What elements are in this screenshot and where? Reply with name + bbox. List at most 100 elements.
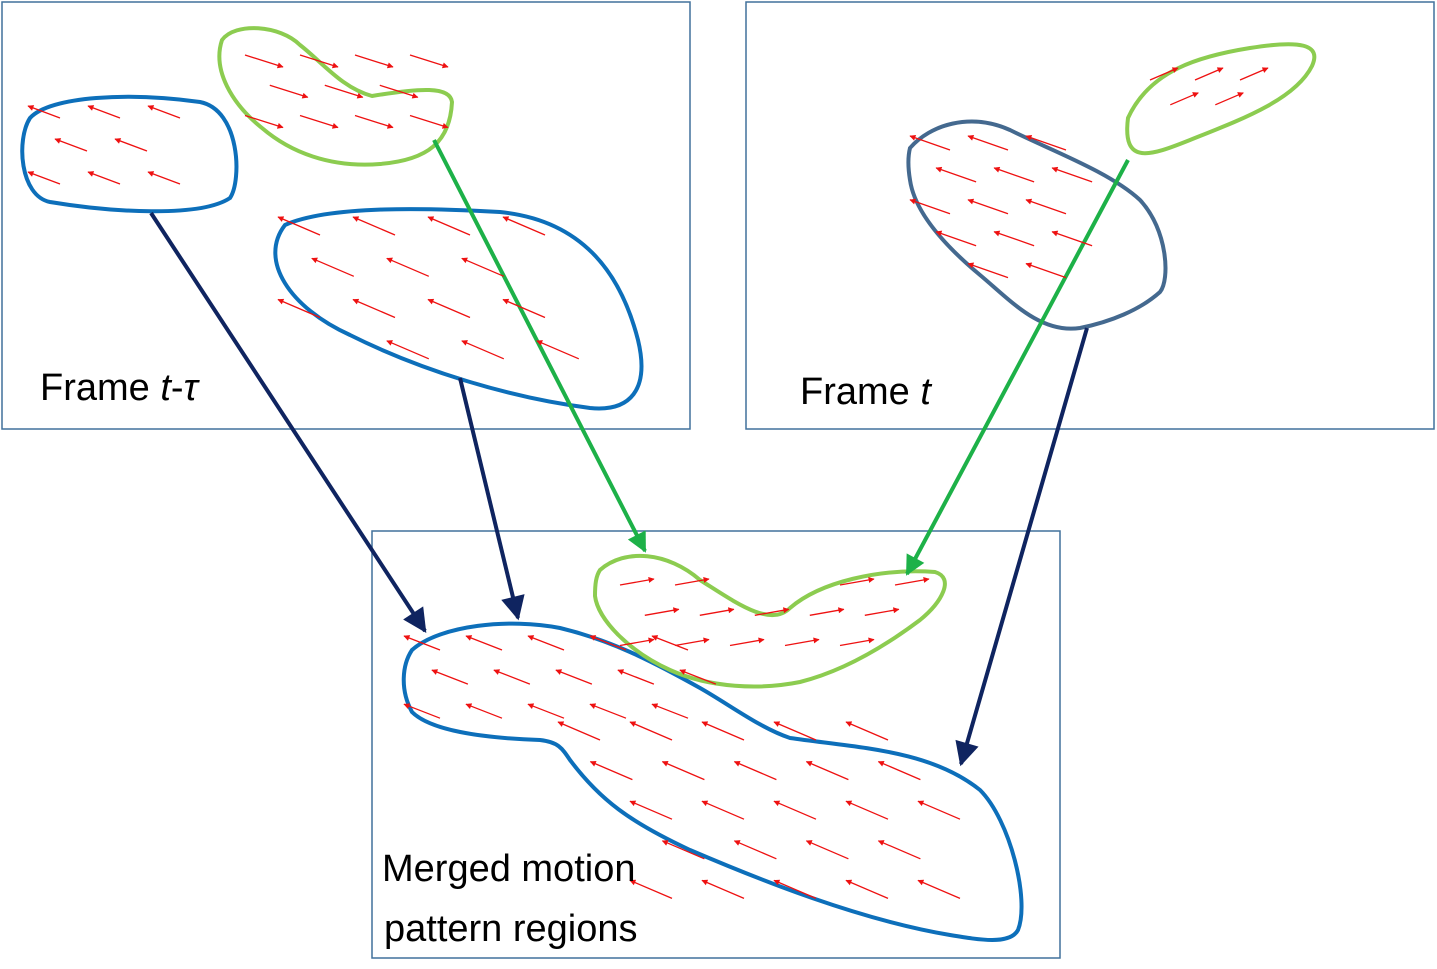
cur-region-blue xyxy=(906,119,1168,331)
motion-vector-arrow xyxy=(299,114,339,129)
motion-vector-arrow xyxy=(629,800,673,820)
motion-vector-arrow xyxy=(701,721,745,741)
motion-vector-arrow xyxy=(354,114,394,129)
motion-vector-arrow xyxy=(589,635,627,651)
motion-vector-arrow xyxy=(589,703,627,719)
motion-vector-arrow xyxy=(352,298,396,319)
motion-vector-arrow xyxy=(427,298,471,319)
motion-vector-arrow xyxy=(379,84,419,99)
motion-vector-arrow xyxy=(527,703,565,719)
motion-vector-arrow xyxy=(773,721,817,741)
motion-vector-arrow xyxy=(993,166,1035,183)
motion-vector-arrow xyxy=(1239,67,1269,81)
motion-vector-arrow xyxy=(502,216,546,236)
motion-vector-arrow xyxy=(661,840,705,860)
motion-vector-arrow xyxy=(54,138,88,152)
motion-vector-arrow xyxy=(845,879,889,899)
motion-vector-arrow xyxy=(773,879,817,899)
motion-vector-arrow xyxy=(386,340,430,360)
motion-vector-arrow xyxy=(409,54,449,69)
merged-region-green xyxy=(592,553,947,689)
motion-vector-arrow xyxy=(299,54,339,69)
motion-vector-arrow xyxy=(644,607,680,616)
motion-vector-arrow xyxy=(461,257,505,277)
motion-vector-arrow xyxy=(894,576,930,586)
motion-vector-arrow xyxy=(87,171,121,185)
motion-vector-arrow xyxy=(493,669,531,685)
motion-vector-arrow xyxy=(87,105,121,119)
motion-vector-arrow xyxy=(1051,166,1093,183)
motion-vector-arrow xyxy=(629,721,673,741)
motion-vector-arrow xyxy=(1025,134,1067,151)
motion-vector-arrow xyxy=(403,635,441,651)
motion-vector-arrow xyxy=(809,607,845,616)
merged-label-line2: pattern regions xyxy=(384,908,638,950)
motion-vector-arrow xyxy=(244,54,284,69)
motion-vector-arrow xyxy=(114,138,148,152)
motion-vector-arrow xyxy=(651,703,689,719)
motion-vector-arrow xyxy=(502,298,546,319)
motion-vector-arrow xyxy=(244,114,284,129)
motion-vector-arrow xyxy=(651,635,689,651)
motion-vector-arrow xyxy=(877,840,921,860)
motion-vector-arrow xyxy=(805,840,849,860)
motion-vector-arrow xyxy=(324,84,364,99)
motion-vector-arrow xyxy=(839,637,875,647)
motion-vector-arrow xyxy=(733,760,777,781)
motion-vector-arrow xyxy=(864,607,900,616)
motion-vector-arrow xyxy=(386,257,430,277)
motion-vector-arrow xyxy=(917,879,961,899)
motion-vector-arrow xyxy=(754,607,790,616)
prev-region-left xyxy=(20,94,239,214)
motion-vector-arrow xyxy=(784,637,820,647)
frame-cur-label: Frame t xyxy=(800,371,931,413)
link-cur-green-to-merged xyxy=(905,159,1130,576)
motion-vector-arrow xyxy=(839,576,875,586)
motion-vector-arrow xyxy=(352,216,396,236)
motion-vector-arrow xyxy=(619,576,655,586)
motion-vector-arrow xyxy=(1025,198,1067,215)
motion-vectors xyxy=(27,54,1269,899)
motion-vector-arrow xyxy=(877,760,921,781)
motion-vector-arrow xyxy=(465,635,503,651)
motion-vector-arrow xyxy=(354,54,394,69)
motion-vector-arrow xyxy=(967,198,1009,215)
motion-vector-arrow xyxy=(619,637,655,647)
motion-vector-arrow xyxy=(773,800,817,820)
motion-vector-arrow xyxy=(1170,92,1199,106)
motion-vector-arrow xyxy=(674,637,710,647)
motion-vector-arrow xyxy=(845,800,889,820)
motion-vector-arrow xyxy=(935,166,977,183)
link-prev-left-to-merged xyxy=(149,211,427,634)
motion-vector-arrow xyxy=(805,760,849,781)
motion-vector-arrow xyxy=(909,134,951,151)
motion-vector-arrow xyxy=(733,840,777,860)
link-cur-blue-to-merged xyxy=(955,327,1089,767)
motion-vector-arrow xyxy=(269,84,309,99)
motion-vector-arrow xyxy=(917,800,961,820)
motion-vector-arrow xyxy=(147,171,181,185)
motion-vector-arrow xyxy=(27,171,61,185)
motion-vector-arrow xyxy=(1025,262,1067,279)
motion-vector-arrow xyxy=(311,257,355,277)
motion-vector-arrow xyxy=(536,340,580,360)
motion-vector-arrow xyxy=(701,879,745,899)
prev-region-green xyxy=(217,26,455,167)
motion-vector-arrow xyxy=(1051,230,1093,247)
motion-vector-arrow xyxy=(1149,67,1179,81)
motion-vector-arrow xyxy=(147,105,181,119)
motion-vector-arrow xyxy=(661,760,705,781)
motion-vector-arrow xyxy=(699,607,735,616)
motion-vector-arrow xyxy=(679,669,717,685)
motion-vector-arrow xyxy=(617,669,655,685)
motion-vector-arrow xyxy=(465,703,503,719)
frame-prev-label: Frame t-τ xyxy=(40,367,198,409)
motion-vector-arrow xyxy=(909,198,951,215)
motion-vector-arrow xyxy=(1194,67,1224,81)
motion-vector-arrow xyxy=(967,134,1009,151)
motion-vector-arrow xyxy=(729,637,765,647)
motion-vector-arrow xyxy=(993,230,1035,247)
motion-vector-arrow xyxy=(403,703,441,719)
merged-label-line1: Merged motion xyxy=(382,848,636,890)
motion-vector-arrow xyxy=(555,669,593,685)
